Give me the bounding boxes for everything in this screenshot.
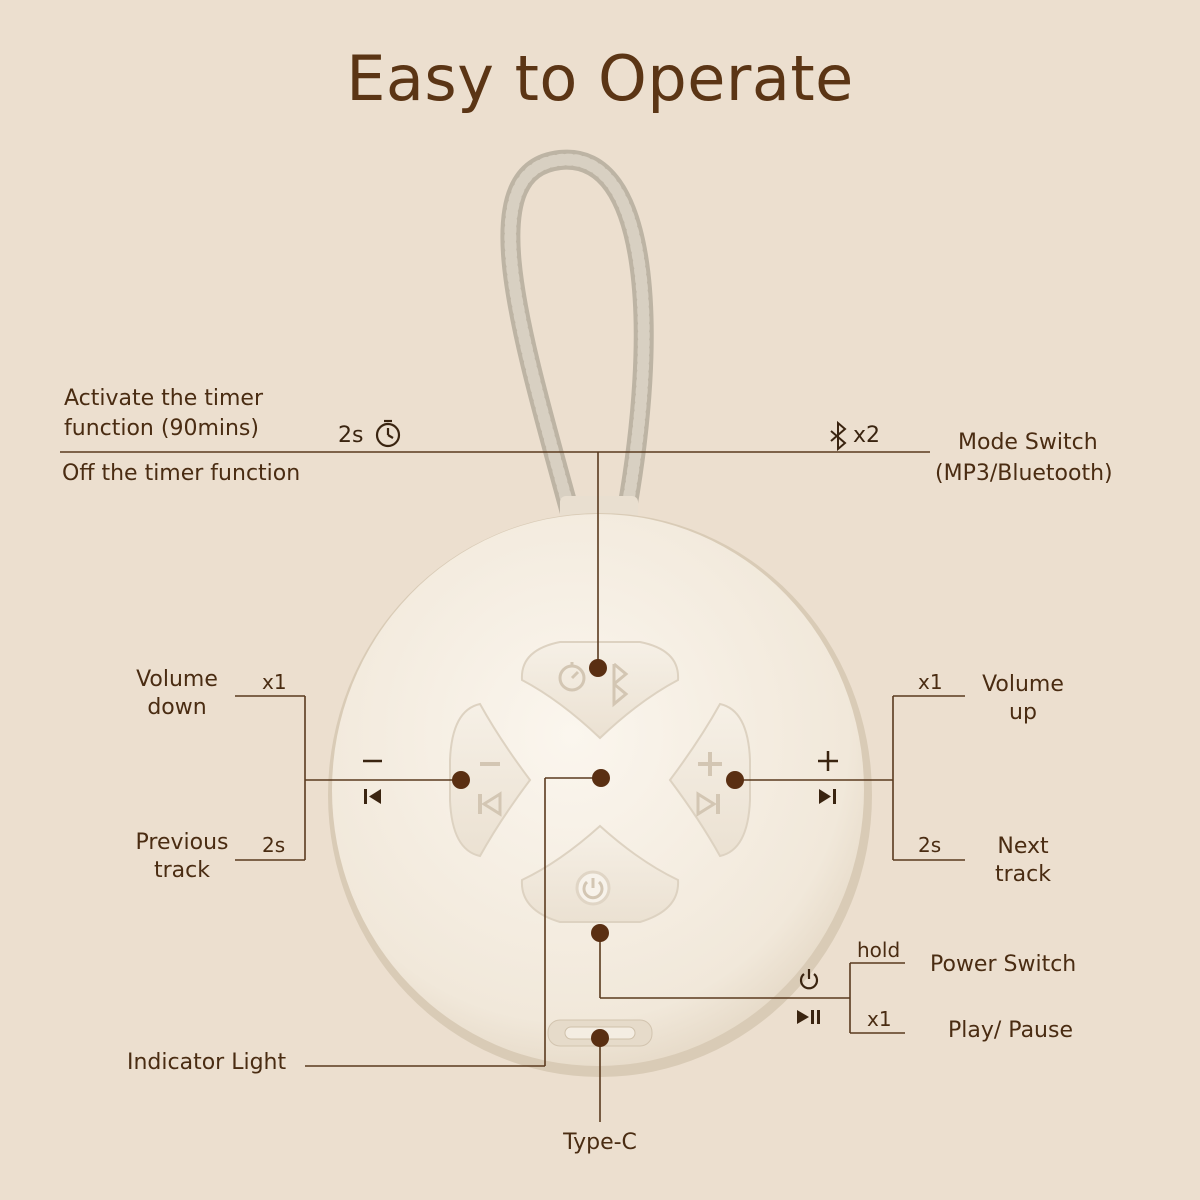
stopwatch-icon bbox=[375, 419, 401, 448]
previous-track-icon bbox=[478, 791, 502, 817]
volume-down-label-line1: Volume bbox=[136, 667, 218, 692]
timer-off-label: Off the timer function bbox=[62, 461, 301, 486]
strap-loop bbox=[500, 149, 654, 530]
button-cluster bbox=[449, 641, 751, 923]
play-pause-icon bbox=[797, 1010, 820, 1024]
dot-indicator bbox=[592, 769, 610, 787]
previous-track-icon bbox=[364, 789, 381, 804]
next-track-press-duration: 2s bbox=[918, 833, 942, 857]
bluetooth-icon bbox=[612, 662, 629, 708]
connector-lines bbox=[60, 451, 965, 1122]
dot-volume-up bbox=[726, 771, 744, 789]
power-icon bbox=[799, 969, 819, 990]
next-track-icon bbox=[696, 791, 720, 817]
volume-up-next-button[interactable] bbox=[668, 702, 751, 858]
power-icon bbox=[575, 870, 611, 906]
next-track-icon bbox=[819, 789, 836, 804]
dot-typec bbox=[591, 1029, 609, 1047]
power-press-hold: hold bbox=[857, 938, 901, 962]
speaker-body bbox=[328, 513, 872, 1077]
mode-switch-sublabel: (MP3/Bluetooth) bbox=[935, 461, 1113, 486]
mode-switch-label: Mode Switch bbox=[958, 430, 1098, 455]
play-press-count: x1 bbox=[867, 1007, 892, 1031]
plus-icon bbox=[818, 751, 838, 771]
next-track-label-line2: track bbox=[995, 862, 1051, 887]
bluetooth-icon bbox=[830, 420, 847, 452]
type-c-label: Type-C bbox=[563, 1130, 637, 1155]
stopwatch-icon bbox=[558, 662, 586, 692]
mode-press-count: x2 bbox=[853, 423, 881, 448]
volume-up-press-count: x1 bbox=[918, 670, 943, 694]
play-pause-label: Play/ Pause bbox=[948, 1018, 1073, 1043]
dot-power bbox=[591, 924, 609, 942]
callout-dots bbox=[452, 659, 744, 1047]
volume-down-press-count: x1 bbox=[262, 670, 287, 694]
volume-up-label-line2: up bbox=[1009, 700, 1037, 725]
previous-track-label-line1: Previous bbox=[135, 830, 229, 855]
dot-volume-down bbox=[452, 771, 470, 789]
plus-icon bbox=[698, 752, 722, 776]
previous-track-press-duration: 2s bbox=[262, 833, 286, 857]
previous-track-label-line2: track bbox=[154, 858, 210, 883]
timer-on-label-line2: function (90mins) bbox=[64, 416, 259, 441]
power-switch-label: Power Switch bbox=[930, 952, 1077, 977]
timer-on-label-line1: Activate the timer bbox=[64, 386, 263, 411]
volume-down-prev-button[interactable] bbox=[449, 702, 532, 858]
volume-down-label-line2: down bbox=[147, 695, 207, 720]
next-track-label-line1: Next bbox=[997, 834, 1049, 859]
volume-up-label-line1: Volume bbox=[982, 672, 1064, 697]
timer-press-duration: 2s bbox=[338, 423, 364, 448]
page-title: Easy to Operate bbox=[346, 42, 854, 115]
indicator-light-label: Indicator Light bbox=[127, 1050, 287, 1075]
dot-timer-mode bbox=[589, 659, 607, 677]
timer-mode-button[interactable] bbox=[520, 641, 680, 740]
